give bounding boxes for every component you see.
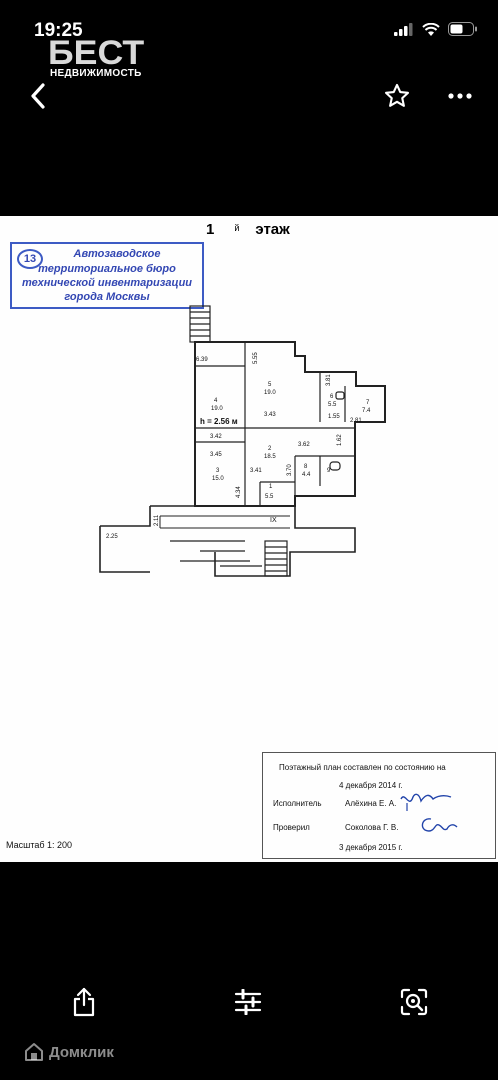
status-icons — [394, 22, 478, 41]
room-number: 9 — [327, 468, 331, 474]
wifi-icon — [422, 22, 440, 41]
chevron-left-icon — [31, 83, 45, 109]
dim-label: 2.81 — [350, 418, 362, 424]
share-button[interactable] — [64, 982, 104, 1022]
room-area: 18.5 — [264, 454, 276, 460]
dim-label: 3.45 — [210, 452, 222, 458]
room-number: 1 — [269, 484, 273, 490]
status-bar: 19:25 — [0, 0, 498, 60]
room-number: 6 — [330, 394, 334, 400]
domclick-brand: Домклик — [49, 1043, 114, 1061]
share-icon — [73, 987, 95, 1017]
watermark-big: БЕСТ — [48, 34, 145, 72]
title-block: Поэтажный план составлен по состоянию на… — [262, 752, 496, 859]
executor-label: Исполнитель — [273, 799, 322, 808]
stamp-line: территориальное бюро — [38, 263, 176, 275]
room-area: 5.5 — [265, 494, 274, 500]
executor-name: Алёхина Е. А. — [345, 799, 397, 808]
room-number: 3 — [216, 468, 220, 474]
dim-label: 3.62 — [298, 442, 310, 448]
battery-icon — [448, 22, 478, 41]
dim-label: 5.55 — [253, 352, 259, 364]
floor-plan-drawing: 6.39 4 19.0 h = 2.56 м 3.42 3.45 3 15.0 … — [99, 305, 386, 577]
room-area: 19.0 — [211, 406, 223, 412]
room-area: 7.4 — [362, 408, 371, 414]
executor-signature — [400, 793, 452, 811]
room-area: 19.0 — [264, 390, 276, 396]
back-button[interactable] — [20, 78, 56, 114]
dim-label: 4.34 — [236, 486, 242, 498]
watermark-logo: БЕСТ НЕДВИЖИМОСТЬ — [48, 34, 160, 82]
domclick-logo: Домклик — [24, 1042, 114, 1062]
stamp-line: города Москвы — [64, 291, 150, 303]
floor-title: 1 й этаж — [206, 221, 290, 238]
room-number: 5 — [268, 382, 272, 388]
dim-label: 3.81 — [326, 374, 332, 386]
bottom-toolbar — [0, 970, 498, 1030]
cellular-signal-icon — [394, 22, 414, 41]
stamp-line: технической инвентаризации — [21, 277, 193, 289]
adjust-button[interactable] — [228, 982, 268, 1022]
dim-label: 2.25 — [106, 534, 118, 540]
room-area: 5.5 — [328, 402, 337, 408]
dim-label: 1.55 — [328, 414, 340, 420]
dim-label: 3.41 — [250, 468, 262, 474]
house-icon — [25, 1043, 43, 1061]
star-outline-icon — [384, 83, 410, 107]
floor-number: 1 — [206, 221, 215, 238]
checked-name: Соколова Г. В. — [345, 823, 399, 832]
room-number: 4 — [214, 398, 218, 404]
dim-label: 1.62 — [337, 434, 343, 446]
scale-label: Масштаб 1: 200 — [6, 840, 73, 850]
status-time: 19:25 — [34, 20, 83, 41]
checked-label: Проверил — [273, 823, 310, 832]
staircase-top — [189, 305, 211, 343]
more-horizontal-icon — [448, 93, 472, 99]
watermark-small: НЕДВИЖИМОСТЬ — [50, 68, 142, 79]
roman-label: IX — [270, 517, 277, 524]
room-number: 2 — [268, 446, 272, 452]
height-label: h = 2.56 м — [200, 417, 238, 426]
floor-word: этаж — [255, 221, 290, 238]
dim-label: 2.11 — [154, 514, 160, 526]
sliders-icon — [234, 989, 262, 1015]
dim-label: 3.70 — [287, 464, 293, 476]
stamp-line: Автозаводское — [73, 248, 161, 260]
title-block-date: 4 декабря 2014 г. — [339, 781, 403, 790]
checked-signature — [421, 818, 458, 832]
visual-lookup-icon — [400, 988, 428, 1016]
title-block-date2: 3 декабря 2015 г. — [339, 843, 403, 852]
floor-suffix: й — [234, 223, 240, 233]
bti-stamp: 13 Автозаводское территориальное бюро те… — [10, 242, 204, 309]
dim-label: 3.43 — [264, 412, 276, 418]
room-number: 7 — [366, 400, 370, 406]
room-area: 15.0 — [212, 476, 224, 482]
dim-label: 3.42 — [210, 434, 222, 440]
stamp-number: 13 — [17, 249, 43, 269]
dim-label: 6.39 — [196, 357, 208, 363]
more-button[interactable] — [442, 78, 478, 114]
visual-lookup-button[interactable] — [394, 982, 434, 1022]
room-number: 8 — [304, 464, 308, 470]
favorite-button[interactable] — [379, 78, 415, 114]
room-area: 4.4 — [302, 472, 311, 478]
title-block-line: Поэтажный план составлен по состоянию на — [279, 763, 446, 772]
staircase-bottom — [264, 540, 288, 577]
